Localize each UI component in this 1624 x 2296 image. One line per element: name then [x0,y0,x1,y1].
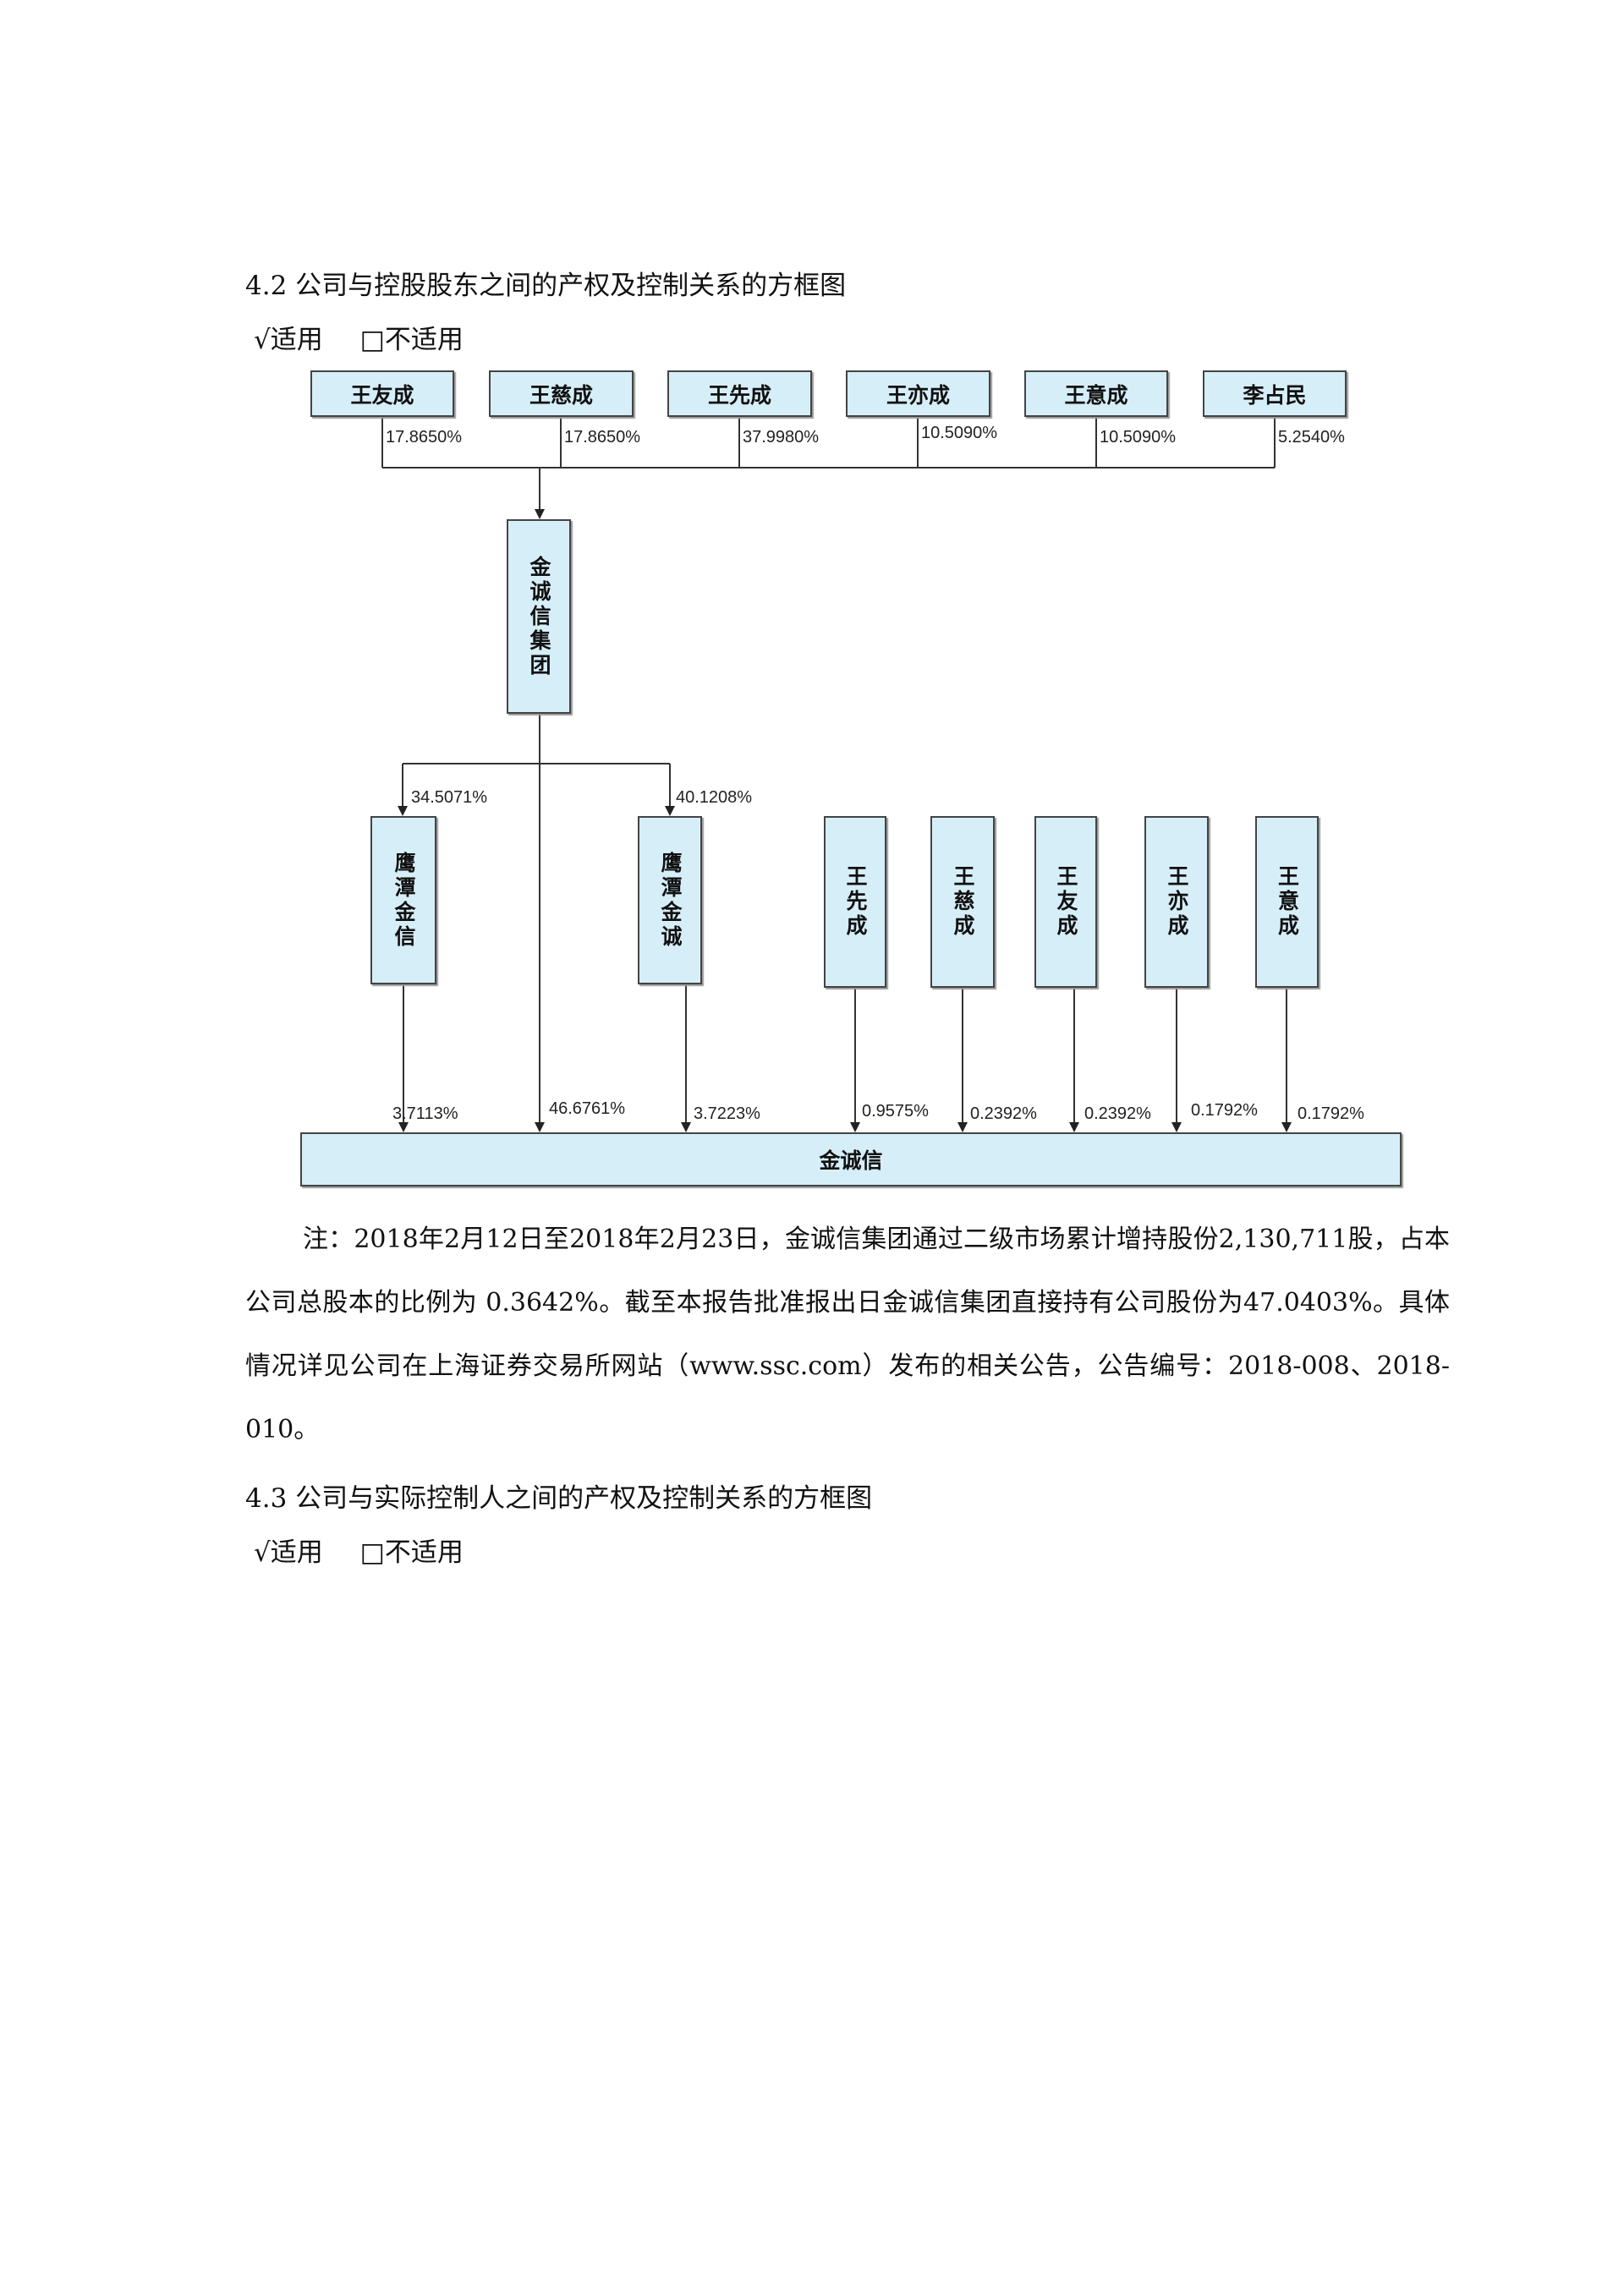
individual-box: 王友成 [1034,816,1097,988]
shareholder-box: 李占民 [1203,370,1347,417]
shareholder-pct: 5.2540% [1278,428,1345,447]
shareholder-box: 王友成 [310,370,454,417]
applicable-checked: √适用 [254,325,323,355]
subsidiary-group-pct: 40.1208% [676,788,753,807]
holding-pct: 0.9575% [862,1102,929,1121]
ownership-connector-lines [381,417,1292,1132]
shareholder-box: 王先成 [667,370,812,417]
shareholder-pct: 17.8650% [386,428,463,447]
individual-box: 王慈成 [930,816,995,988]
subsidiary-box: 鹰潭金信 [370,816,436,984]
applicable-checked: √适用 [254,1537,323,1568]
shareholder-pct: 17.8650% [564,428,641,447]
holding-pct: 46.6761% [549,1099,626,1118]
individual-box: 王意成 [1255,816,1319,988]
not-applicable-unchecked: □不适用 [359,1537,464,1568]
section-4-2-title: 4.2 公司与控股股东之间的产权及控制关系的方框图 [245,271,847,301]
subsidiary-group-pct: 34.5071% [411,788,488,807]
shareholder-box: 王亦成 [846,370,990,417]
individual-box: 王先成 [824,816,886,988]
shareholder-box: 王慈成 [489,370,634,417]
shareholder-box: 王意成 [1024,370,1168,417]
holding-pct: 3.7113% [392,1104,458,1123]
section-4-3-title: 4.3 公司与实际控制人之间的产权及控制关系的方框图 [245,1483,873,1514]
holding-pct: 0.1792% [1191,1101,1258,1120]
holding-pct: 3.7223% [694,1104,760,1123]
shareholder-pct: 10.5090% [921,424,998,442]
individual-box: 王亦成 [1144,816,1209,988]
shareholder-pct: 37.9980% [743,428,820,447]
section-4-3-applicability: √适用 □不适用 [254,1531,492,1569]
note-paragraph: 注：2018年2月12日至2018年2月23日，金诚信集团通过二级市场累计增持股… [245,1225,1450,1444]
section-4-2-applicability: √适用 □不适用 [254,318,492,356]
company-box: 金诚信 [300,1132,1402,1186]
holding-pct: 0.2392% [1084,1104,1151,1123]
group-box: 金诚信集团 [507,519,571,714]
not-applicable-unchecked: □不适用 [359,325,464,355]
holding-pct: 0.2392% [970,1104,1037,1123]
shareholder-pct: 10.5090% [1100,428,1177,447]
subsidiary-box: 鹰潭金诚 [638,816,702,984]
holding-pct: 0.1792% [1298,1104,1364,1123]
